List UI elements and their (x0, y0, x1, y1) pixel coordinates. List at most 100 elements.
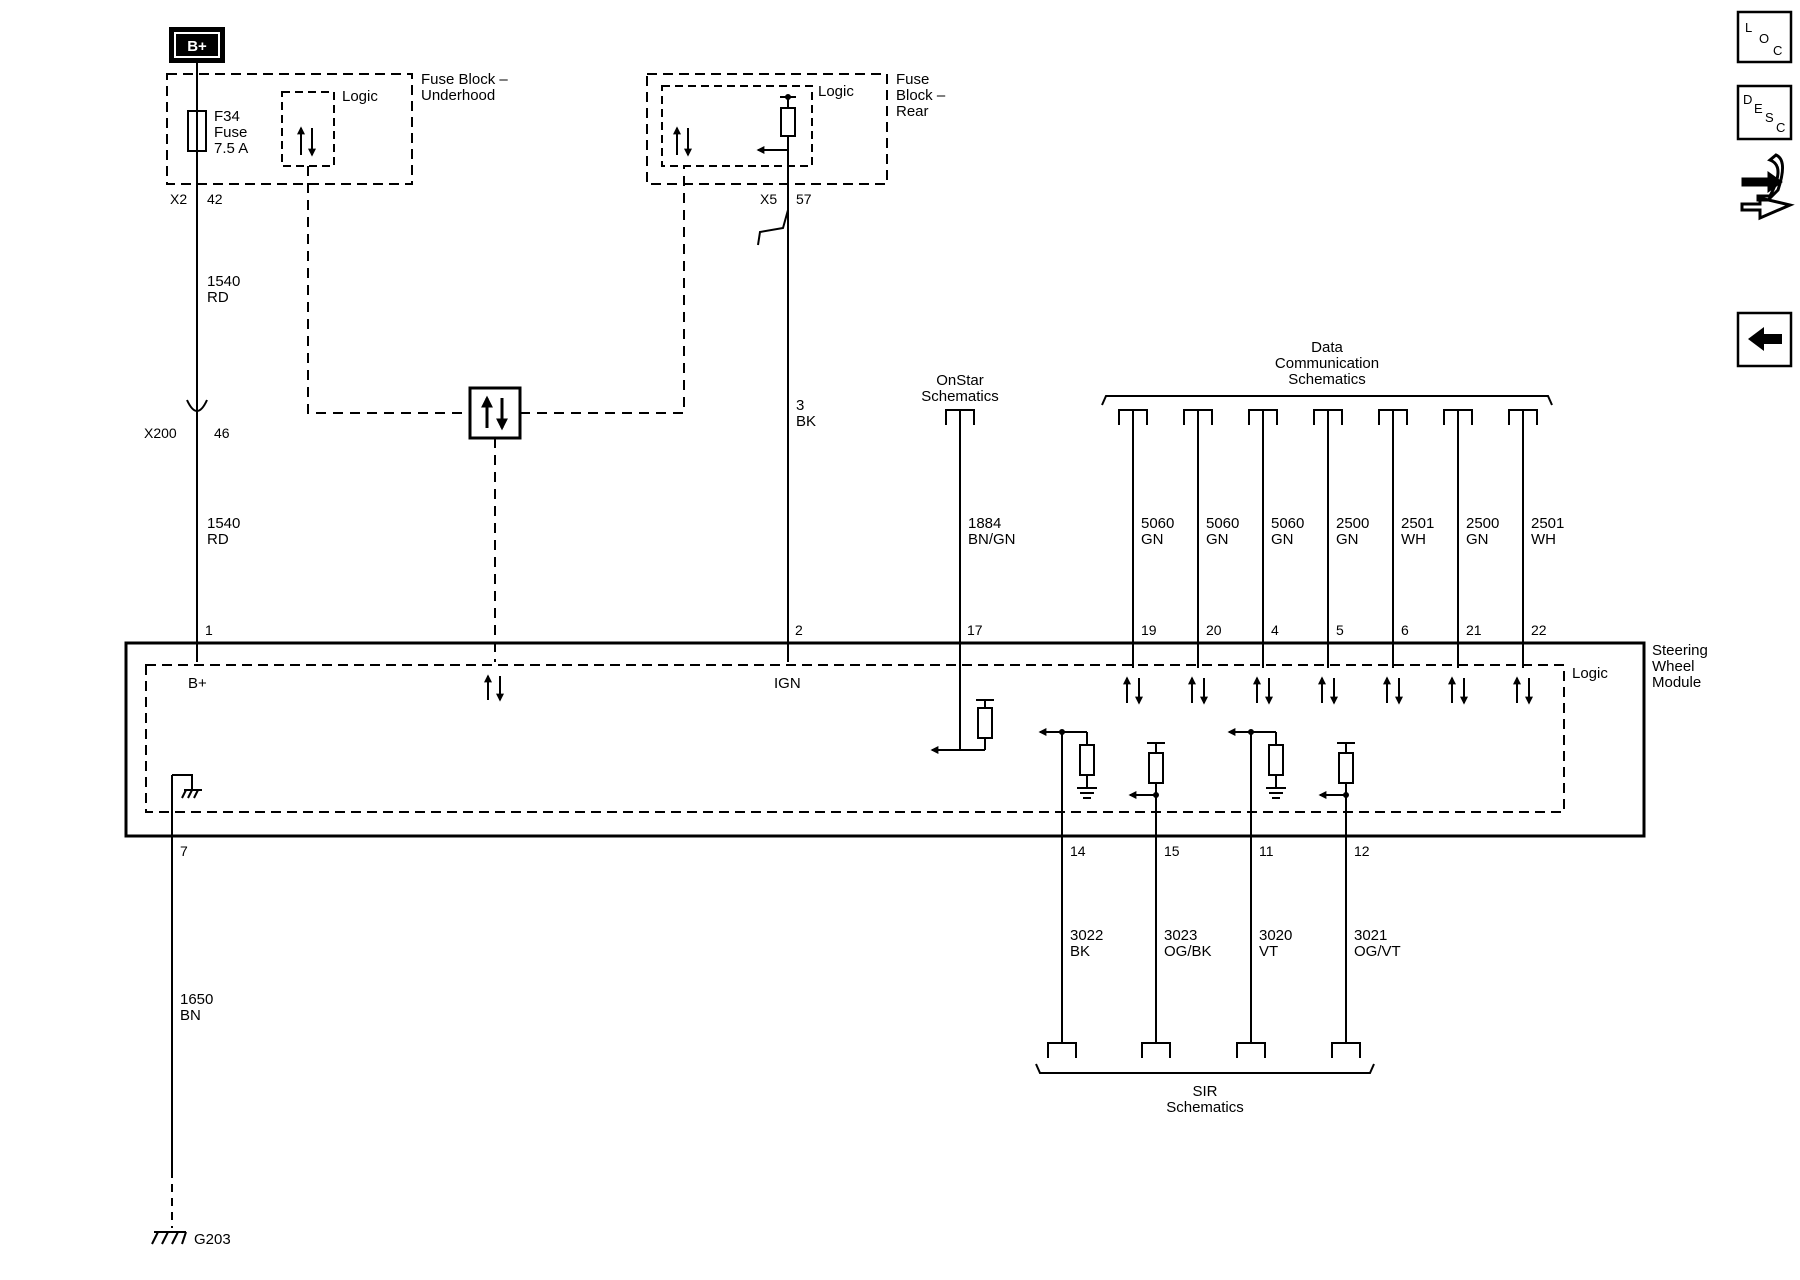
desc-letter-d: D (1743, 92, 1752, 107)
onstar-input-icon (930, 699, 994, 754)
onstar-ref-label-1: OnStar (936, 372, 984, 389)
fuse-rating: 7.5 A (214, 140, 248, 157)
bplus-wire-circuit-upper: 1540 (207, 273, 240, 290)
rear-title-1: Fuse (896, 71, 929, 88)
sir-bracket (1035, 1063, 1375, 1074)
data-wire-arrows-icon (1123, 676, 1143, 705)
data-wire-color: WH (1401, 531, 1426, 548)
back-arrow-icon (1748, 327, 1782, 351)
underhood-logic-box (281, 91, 335, 167)
bplus-label: B+ (187, 38, 207, 55)
module-ign-label: IGN (774, 675, 801, 692)
fuse-block-rear-box (646, 73, 888, 185)
serial-link-underhood (307, 166, 470, 414)
desc-letter-e: E (1754, 101, 1763, 116)
data-wire-circuit: 5060 (1206, 515, 1239, 532)
data-wire-pin: 4 (1271, 622, 1279, 638)
sir-wire-pin: 15 (1164, 843, 1180, 859)
ign-wire-circuit: 3 (796, 397, 804, 414)
sir-ref-connector-icon (1047, 1042, 1077, 1058)
module-bplus-label: B+ (188, 675, 207, 692)
underhood-title-2: Underhood (421, 87, 495, 104)
data-wire-circuit: 2500 (1336, 515, 1369, 532)
x200-pin-label: 46 (214, 425, 230, 441)
data-wire-circuit: 5060 (1271, 515, 1304, 532)
sir-wire-color: OG/VT (1354, 943, 1401, 960)
ground-internal (172, 774, 193, 790)
serial-gateway-arrows-icon (481, 395, 508, 431)
g203-label: G203 (194, 1231, 231, 1248)
x5-connector-icon (757, 209, 789, 246)
rear-logic-box (661, 85, 813, 167)
loc-letter-o: O (1759, 31, 1769, 46)
data-wire-color: GN (1466, 531, 1489, 548)
desc-letter-c: C (1776, 120, 1785, 135)
module-pin-2: 2 (795, 622, 803, 638)
pulldown-input-icon (1038, 728, 1097, 799)
ign-wire-color: BK (796, 413, 816, 430)
sir-ref-label-2: Schematics (1166, 1099, 1244, 1116)
sir-wire-pin: 14 (1070, 843, 1086, 859)
data-wire-color: WH (1531, 531, 1556, 548)
data-ref-label-1: Data (1311, 339, 1343, 356)
loc-button[interactable]: L O C (1736, 10, 1793, 64)
rear-title-3: Rear (896, 103, 929, 120)
connector-tool-icon[interactable] (1740, 153, 1795, 221)
sir-wire-circuit: 3023 (1164, 927, 1197, 944)
data-wire-pin: 22 (1531, 622, 1547, 638)
data-ref-label-2: Communication (1275, 355, 1379, 372)
module-pin-17: 17 (967, 622, 983, 638)
sir-ref-connector-icon (1236, 1042, 1266, 1058)
sir-wire-circuit: 3022 (1070, 927, 1103, 944)
data-comm-bracket (1101, 395, 1553, 406)
ground-wire-color: BN (180, 1007, 201, 1024)
underhood-logic-arrows-icon (297, 126, 316, 157)
data-wire-color: GN (1336, 531, 1359, 548)
data-wire-arrows-icon (1318, 676, 1338, 705)
sir-ref-connector-icon (1331, 1042, 1361, 1058)
back-button[interactable] (1736, 311, 1793, 368)
data-wire-arrows-icon (1513, 676, 1533, 705)
sir-wire-pin: 11 (1259, 843, 1274, 859)
onstar-wire-color: BN/GN (968, 531, 1016, 548)
data-wire-color: GN (1141, 531, 1164, 548)
rear-logic-arrows-icon (673, 126, 692, 157)
pullup-input-icon (1128, 742, 1165, 799)
data-wire-arrows-icon (1253, 676, 1273, 705)
data-wire-pin: 5 (1336, 622, 1344, 638)
data-wire-color: GN (1271, 531, 1294, 548)
sir-wire-color: BK (1070, 943, 1090, 960)
onstar-wire-circuit: 1884 (968, 515, 1001, 532)
sir-ref-label-1: SIR (1192, 1083, 1217, 1100)
underhood-logic-label: Logic (342, 88, 378, 105)
data-wire-arrows-icon (1448, 676, 1468, 705)
module-pin-7: 7 (180, 843, 188, 859)
desc-button[interactable]: D E S C (1736, 84, 1793, 141)
sir-wire-color: VT (1259, 943, 1278, 960)
underhood-title-1: Fuse Block – (421, 71, 508, 88)
sir-wire-color: OG/BK (1164, 943, 1212, 960)
data-wire-circuit: 2501 (1531, 515, 1564, 532)
module-pin-1: 1 (205, 622, 213, 638)
loc-letter-c: C (1773, 43, 1782, 58)
data-wire-pin: 6 (1401, 622, 1409, 638)
bplus-wire-color-upper: RD (207, 289, 229, 306)
fuse-name: F34 (214, 108, 240, 125)
module-serial-arrows-icon (484, 674, 504, 702)
rear-logic-label: Logic (818, 83, 854, 100)
data-wire-arrows-icon (1383, 676, 1403, 705)
chassis-ground-internal-icon (181, 789, 202, 799)
desc-letter-s: S (1765, 110, 1774, 125)
data-wire-pin: 21 (1466, 622, 1482, 638)
